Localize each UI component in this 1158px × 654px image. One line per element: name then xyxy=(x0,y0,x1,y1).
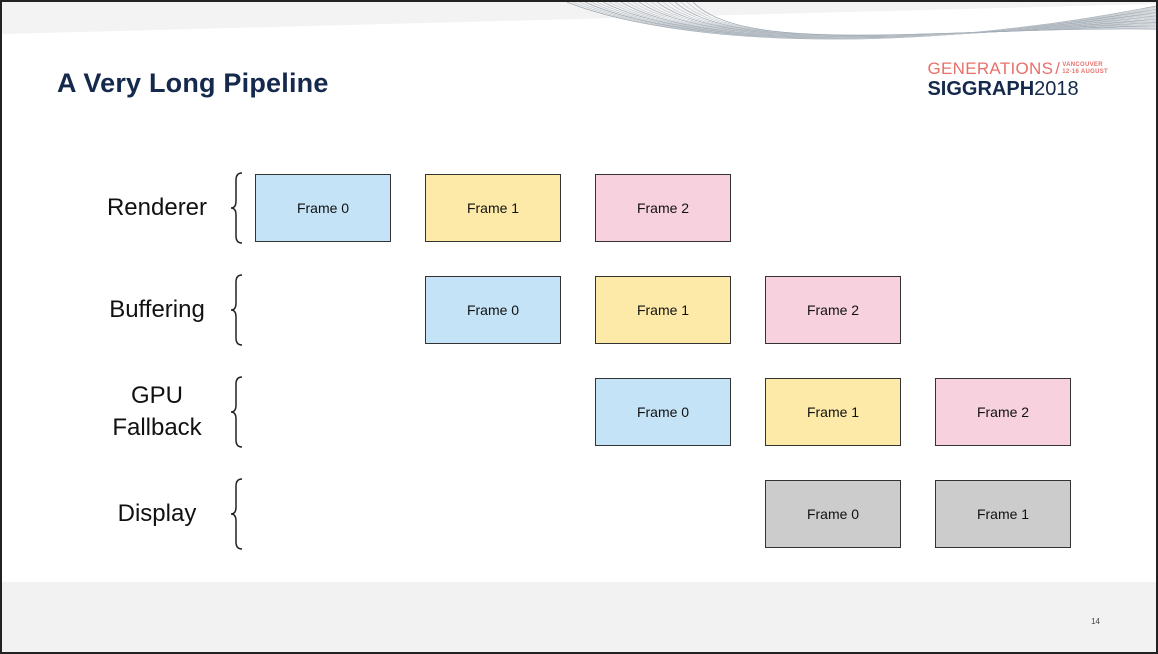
frame-box: Frame 2 xyxy=(935,378,1071,446)
frame-box: Frame 0 xyxy=(255,174,391,242)
frame-box: Frame 1 xyxy=(595,276,731,344)
row-label: Buffering xyxy=(109,296,205,323)
row-label: Renderer xyxy=(106,194,208,221)
frame-box: Frame 1 xyxy=(425,174,561,242)
frame-box: Frame 1 xyxy=(935,480,1071,548)
page-number: 14 xyxy=(1091,617,1100,626)
footer-band: 14 xyxy=(2,582,1156,652)
frame-box: Frame 1 xyxy=(765,378,901,446)
frame-box: Frame 0 xyxy=(595,378,731,446)
brace-icon xyxy=(230,172,243,244)
frame-box: Frame 2 xyxy=(595,174,731,242)
logo-year: 2018 xyxy=(1034,78,1079,100)
slide-title: A Very Long Pipeline xyxy=(57,68,329,98)
brace-icon xyxy=(230,478,243,550)
logo-slash: / xyxy=(1055,59,1061,78)
brace-icon xyxy=(230,376,243,448)
row-label: GPU Fallback xyxy=(112,382,202,441)
frame-box: Frame 2 xyxy=(765,276,901,344)
logo-generations: GENERATIONS xyxy=(927,59,1054,78)
logo-dates: 12-16 AUGUST xyxy=(1062,69,1108,75)
decorative-wave-lines xyxy=(2,2,1156,40)
brace-icon xyxy=(230,274,243,346)
logo-city: VANCOUVER xyxy=(1062,62,1103,68)
frame-box: Frame 0 xyxy=(425,276,561,344)
row-label: Display xyxy=(117,500,197,527)
frame-box: Frame 0 xyxy=(765,480,901,548)
logo-brand: SIGGRAPH xyxy=(927,78,1035,100)
